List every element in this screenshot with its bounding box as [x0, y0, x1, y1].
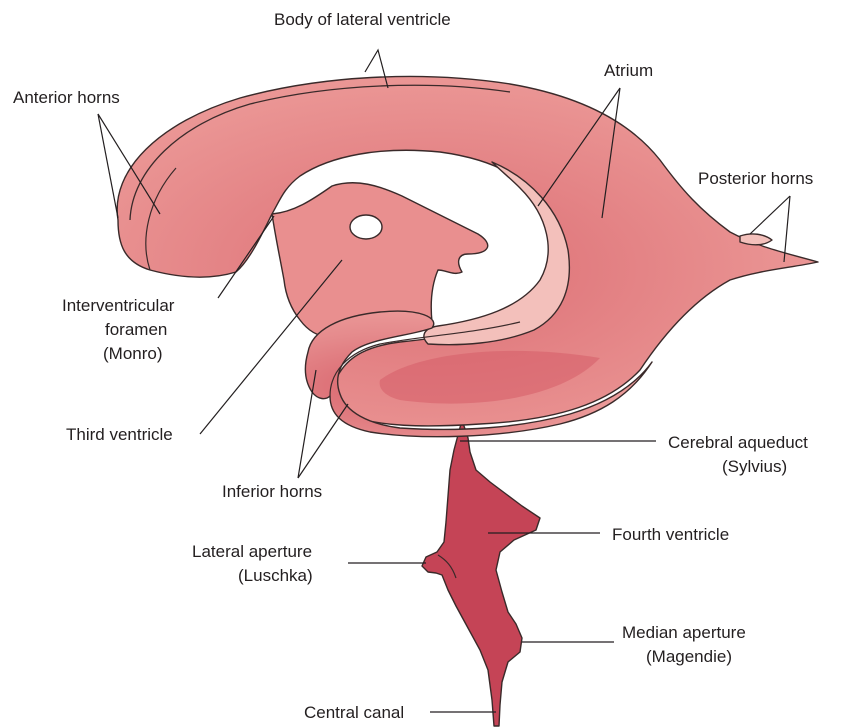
label-posterior-horns: Posterior horns [698, 169, 813, 188]
leader-posterior-1 [750, 196, 790, 234]
label-third-ventricle: Third ventricle [66, 425, 173, 444]
leader-posterior-2 [784, 196, 790, 262]
label-anterior-horns: Anterior horns [13, 88, 120, 107]
label-interventricular-foramen-line3: (Monro) [103, 344, 163, 363]
leader-inferior-2 [298, 404, 348, 478]
label-cerebral-aqueduct-line1: Cerebral aqueduct [668, 433, 808, 452]
fourth-ventricle-shape [422, 420, 540, 726]
label-lateral-aperture-line2: (Luschka) [238, 566, 313, 585]
interthalamic-adhesion [350, 215, 382, 239]
label-body-of-lateral-ventricle: Body of lateral ventricle [274, 10, 451, 29]
label-median-aperture-line2: (Magendie) [646, 647, 732, 666]
label-lateral-aperture-line1: Lateral aperture [192, 542, 312, 561]
label-median-aperture-line1: Median aperture [622, 623, 746, 642]
posterior-horn-tip [740, 234, 772, 245]
label-interventricular-foramen-line2: foramen [105, 320, 167, 339]
label-inferior-horns: Inferior horns [222, 482, 322, 501]
label-central-canal: Central canal [304, 703, 404, 722]
label-fourth-ventricle: Fourth ventricle [612, 525, 729, 544]
label-atrium: Atrium [604, 61, 653, 80]
leader-inferior-1 [298, 370, 316, 478]
label-cerebral-aqueduct-line2: (Sylvius) [722, 457, 787, 476]
label-interventricular-foramen-line1: Interventricular [62, 296, 175, 315]
